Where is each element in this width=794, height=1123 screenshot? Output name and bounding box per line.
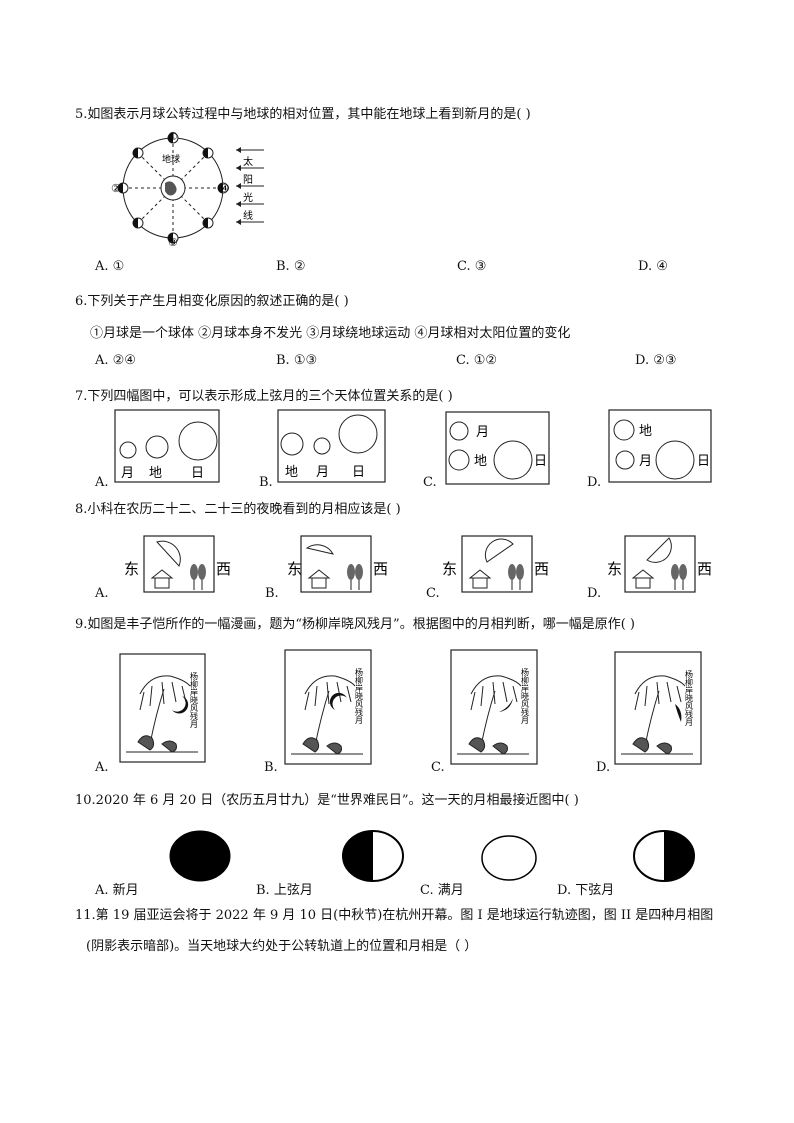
q8-option-b[interactable]: B. [265, 586, 279, 601]
q5-num-1: ① [168, 130, 178, 143]
q7c-moon-label: 月 [476, 425, 489, 440]
q9-option-d[interactable]: D. [596, 760, 611, 775]
q9-stem: 9.如图是丰子恺所作的一幅漫画，题为“杨柳岸晓风残月”。根据图中的月相判断，哪一… [75, 617, 635, 632]
q9-option-c[interactable]: C. [431, 760, 445, 775]
q6-statements: ①月球是一个球体 ②月球本身不发光 ③月球绕地球运动 ④月球相对太阳位置的变化 [90, 326, 571, 341]
q7-option-c[interactable]: C. [423, 475, 437, 490]
q8-option-d[interactable]: D. [587, 586, 602, 601]
q7-diagram-a: 月 地 日 [114, 409, 220, 483]
q7-diagram-c: 月 地 日 [445, 411, 550, 485]
q6-option-a[interactable]: A. ②④ [95, 353, 136, 368]
q5-sun-char-2: 阳 [243, 174, 253, 186]
q8d-west-label: 西 [697, 560, 712, 578]
q10-option-a[interactable]: A. 新月 [95, 883, 139, 898]
q9-option-b[interactable]: B. [264, 760, 278, 775]
q6-option-d[interactable]: D. ②③ [635, 353, 677, 368]
q7b-moon-label: 月 [316, 465, 329, 480]
q5-option-d[interactable]: D. ④ [638, 259, 668, 274]
q8b-east-label: 东 [287, 560, 302, 578]
q8-scene-b: 东 西 [287, 535, 388, 593]
q9-painting-b: 杨柳岸晓风残月 [284, 649, 372, 765]
q7d-earth-label: 地 [639, 424, 652, 439]
q7-option-b[interactable]: B. [259, 475, 273, 490]
q8-scene-a: 东 西 [124, 535, 231, 593]
q9c-caption: 杨柳岸晓风残月 [521, 667, 530, 725]
q9-option-a[interactable]: A. [95, 760, 109, 775]
q7a-moon-label: 月 [121, 466, 134, 481]
q7c-earth-label: 地 [474, 454, 487, 469]
q5-option-c[interactable]: C. ③ [457, 259, 487, 274]
q8-option-a[interactable]: A. [95, 586, 109, 601]
q10-phase-last-quarter [633, 830, 695, 882]
q7a-earth-label: 地 [149, 466, 162, 481]
q5-num-3: ③ [168, 236, 178, 249]
q9d-caption: 杨柳岸晓风残月 [685, 669, 694, 727]
q8-stem: 8.小科在农历二十二、二十三的夜晚看到的月相应该是( ) [75, 502, 401, 517]
q5-num-4: ④ [220, 182, 230, 195]
q8d-east-label: 东 [607, 560, 622, 578]
q7d-sun-label: 日 [697, 454, 710, 469]
q10-option-c[interactable]: C. 满月 [420, 883, 464, 898]
q6-stem: 6.下列关于产生月相变化原因的叙述正确的是( ) [75, 294, 349, 309]
q8b-west-label: 西 [373, 560, 388, 578]
q10-phase-new-moon [169, 830, 231, 882]
q10-phase-first-quarter [342, 830, 404, 882]
q7-stem: 7.下列四幅图中，可以表示形成上弦月的三个天体位置关系的是( ) [75, 389, 453, 404]
q7-option-d[interactable]: D. [587, 475, 602, 490]
q5-sun-char-3: 光 [243, 191, 253, 204]
q11-stem-line1: 11.第 19 届亚运会将于 2022 年 9 月 10 日(中秋节)在杭州开幕… [75, 908, 714, 923]
q8c-west-label: 西 [534, 560, 549, 578]
q6-option-b[interactable]: B. ①③ [276, 353, 318, 368]
q7b-sun-label: 日 [352, 465, 365, 480]
q9-painting-c: 杨柳岸晓风残月 [450, 649, 538, 765]
q7-diagram-b: 地 月 日 [277, 409, 386, 483]
q7-option-a[interactable]: A. [95, 475, 109, 490]
q8a-west-label: 西 [216, 560, 231, 578]
q8a-east-label: 东 [124, 560, 139, 578]
q7a-sun-label: 日 [191, 466, 204, 481]
q5-figure: 地球 ① ② ③ ④ 太 阳 光 线 [111, 130, 264, 249]
q7b-earth-label: 地 [285, 465, 298, 480]
q5-stem: 5.如图表示月球公转过程中与地球的相对位置，其中能在地球上看到新月的是( ) [75, 107, 531, 122]
q8-scene-d: 东 西 [607, 535, 712, 593]
q9-painting-d: 杨柳岸晓风残月 [614, 651, 702, 765]
q8-scene-c: 东 西 [442, 535, 549, 593]
q5-earth-label: 地球 [162, 153, 180, 165]
q8-option-c[interactable]: C. [426, 586, 440, 601]
q10-option-d[interactable]: D. 下弦月 [557, 883, 615, 898]
q11-stem-line2: (阴影表示暗部)。当天地球大约处于公转轨道上的位置和月相是（ ） [86, 939, 478, 954]
q9a-caption: 杨柳岸晓风残月 [190, 671, 199, 729]
q6-option-c[interactable]: C. ①② [456, 353, 498, 368]
q5-option-b[interactable]: B. ② [276, 259, 306, 274]
q7-diagram-d: 地 月 日 [608, 409, 712, 483]
q5-num-2: ② [111, 182, 121, 195]
q7d-moon-label: 月 [639, 454, 652, 469]
q5-sun-char-1: 太 [243, 155, 253, 168]
q8c-east-label: 东 [442, 560, 457, 578]
q9-painting-a: 杨柳岸晓风残月 [119, 653, 206, 763]
q10-stem: 10.2020 年 6 月 20 日（农历五月廿九）是“世界难民日”。这一天的月… [75, 793, 579, 808]
q10-option-b[interactable]: B. 上弦月 [256, 883, 313, 898]
q5-option-a[interactable]: A. ① [95, 259, 125, 274]
q5-sun-char-4: 线 [243, 209, 253, 222]
q9b-caption: 杨柳岸晓风残月 [355, 667, 364, 725]
q7c-sun-label: 日 [534, 454, 547, 469]
q10-phase-full-moon [481, 835, 537, 881]
